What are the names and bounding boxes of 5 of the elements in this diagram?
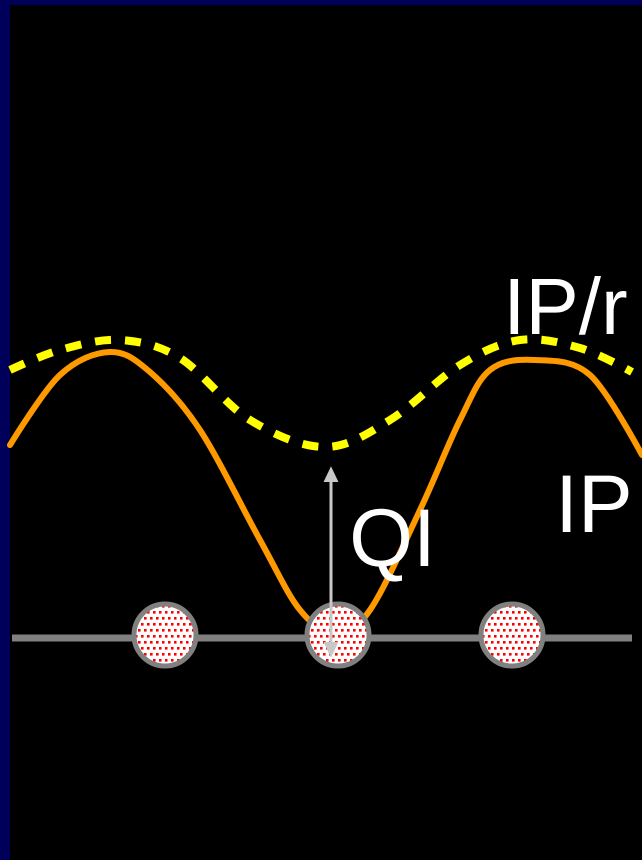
atom-circle [478,602,546,668]
atom-circle [304,602,372,668]
axis-label: IP/r [510,276,626,335]
axis-label: IP [562,476,628,532]
atom-circle [132,602,198,668]
